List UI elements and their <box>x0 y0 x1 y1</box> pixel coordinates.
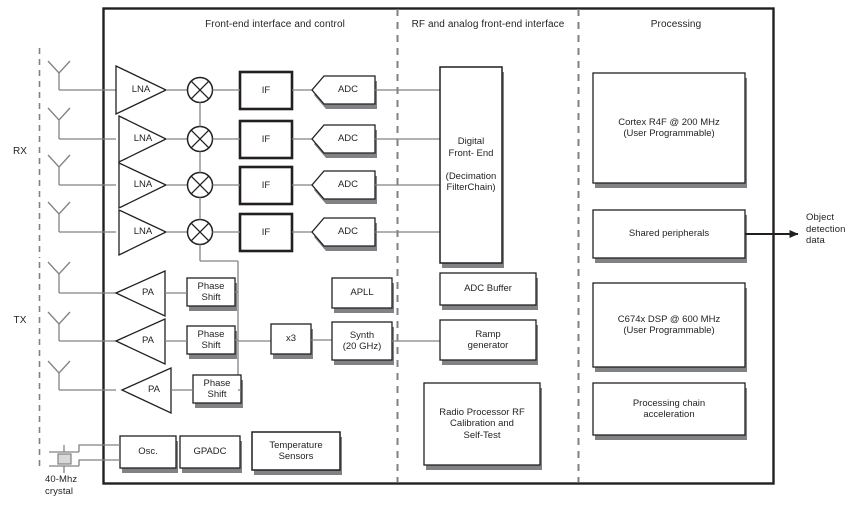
phase-shift-3 <box>192 374 243 408</box>
phase-shift-label-1: Phase Shift <box>197 280 225 304</box>
if-label-2: IF <box>261 133 271 145</box>
phase-shift-1 <box>186 277 237 311</box>
tx-antenna-1 <box>47 261 116 294</box>
pa-label-2: PA <box>142 335 154 347</box>
digital-front-end-label: Digital Front- End (Decimation FilterCha… <box>445 136 497 194</box>
ramp-generator-label: Ramp generator <box>467 328 509 352</box>
lna-3 <box>118 161 168 210</box>
lna-label-1: LNA <box>131 84 151 96</box>
lna-4 <box>118 208 168 257</box>
rx-antenna-4 <box>47 201 116 233</box>
phase-shift-2 <box>186 325 237 359</box>
if-label-4: IF <box>261 226 271 238</box>
temperature-sensors-label: Temperature Sensors <box>269 439 323 463</box>
if-label-1: IF <box>261 84 271 96</box>
lna-label-3: LNA <box>133 179 153 191</box>
pa-label-3: PA <box>148 384 160 396</box>
crystal-symbol <box>49 444 120 473</box>
apll-label: APLL <box>350 287 374 299</box>
mixer-1 <box>186 76 214 104</box>
adc-3 <box>311 170 377 204</box>
adc-label-3: ADC <box>337 179 359 191</box>
synth-label: Synth (20 GHz) <box>342 329 382 353</box>
digital-front-end-block <box>439 66 504 268</box>
tx-antenna-2 <box>47 311 116 342</box>
cortex-r4f-label: Cortex R4F @ 200 MHz (User Programmable) <box>618 116 720 140</box>
tx-antenna-3 <box>47 360 116 391</box>
rx-antenna-1 <box>47 60 116 91</box>
chip-boundary <box>102 7 775 485</box>
phase-shift-label-2: Phase Shift <box>197 328 225 352</box>
c674x-dsp-label: C674x DSP @ 600 MHz (User Programmable) <box>617 313 721 337</box>
adc-buffer-label: ADC Buffer <box>464 283 512 295</box>
adc-label-4: ADC <box>337 226 359 238</box>
osc-label: Osc. <box>138 446 158 458</box>
gpadc-block <box>179 435 242 473</box>
if-block-4 <box>238 212 294 253</box>
adc-label-1: ADC <box>337 84 359 96</box>
shared-peripherals-label: Shared peripherals <box>628 228 710 240</box>
radio-processor-block <box>423 382 542 470</box>
shared-peripherals-block <box>592 209 747 263</box>
lna-2 <box>118 114 168 164</box>
gpadc-label: GPADC <box>193 446 227 458</box>
pa-label-1: PA <box>142 287 154 299</box>
rx-antenna-2 <box>47 107 116 140</box>
processing-chain-block <box>592 382 747 440</box>
cortex-r4f-block <box>592 72 747 188</box>
temperature-sensors-block <box>251 431 342 475</box>
apll-block <box>331 277 394 313</box>
multiplier-x3-block <box>270 323 313 359</box>
lna-label-4: LNA <box>133 226 153 238</box>
mixer-3 <box>186 171 214 199</box>
osc-block <box>119 435 178 473</box>
radio-processor-label: Radio Processor RF Calibration and Self-… <box>439 406 525 441</box>
adc-label-2: ADC <box>337 133 359 145</box>
synth-block <box>331 321 394 365</box>
multiplier-x3-label: x3 <box>285 333 297 345</box>
ramp-generator-block <box>439 319 538 365</box>
adc-1 <box>311 75 377 109</box>
phase-shift-label-3: Phase Shift <box>203 377 231 401</box>
if-block-3 <box>238 165 294 206</box>
adc-buffer-block <box>439 272 538 310</box>
mixer-2 <box>186 125 214 153</box>
lna-1 <box>115 64 168 116</box>
lna-label-2: LNA <box>133 133 153 145</box>
if-label-3: IF <box>261 179 271 191</box>
adc-2 <box>311 124 377 158</box>
mixer-4 <box>186 218 214 246</box>
c674x-dsp-block <box>592 282 747 372</box>
rx-antenna-3 <box>47 154 116 186</box>
adc-4 <box>311 217 377 251</box>
processing-chain-label: Processing chain acceleration <box>632 397 706 421</box>
